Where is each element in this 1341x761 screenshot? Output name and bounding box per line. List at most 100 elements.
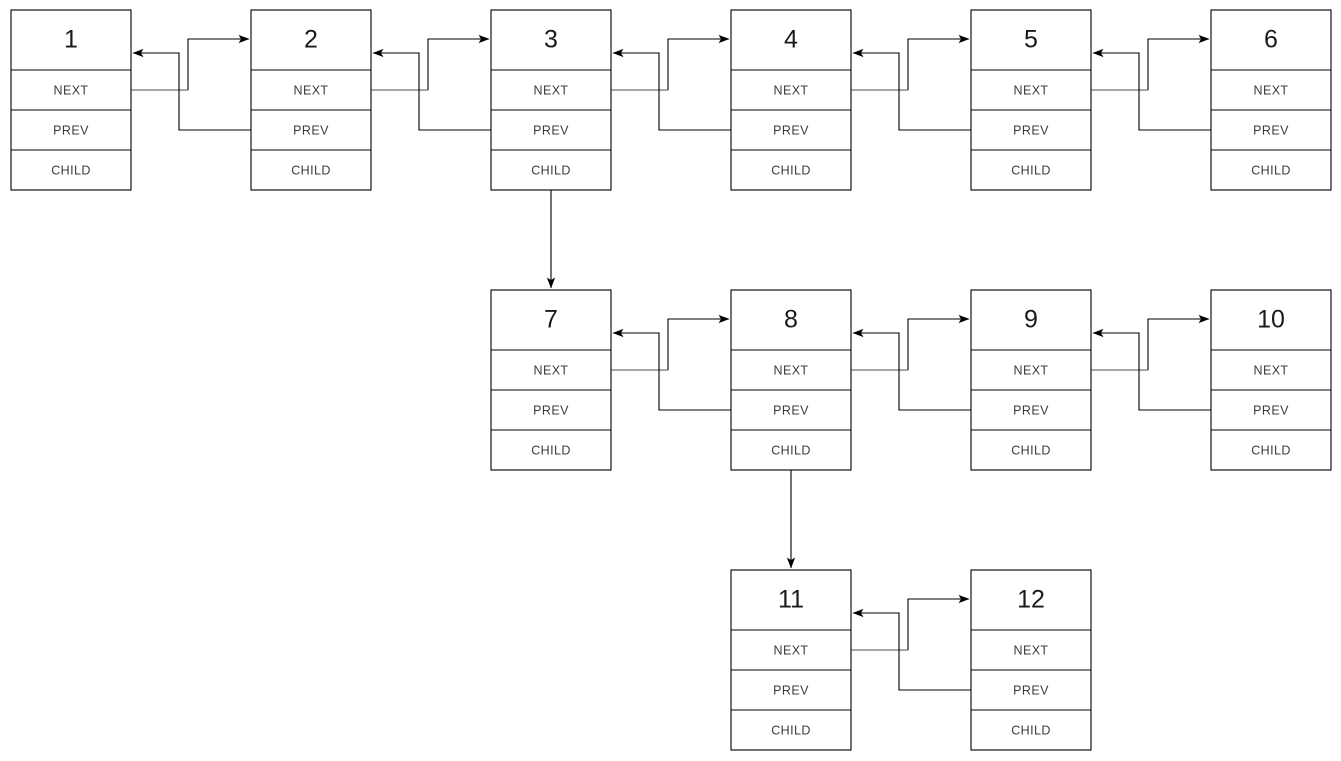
prev-link-12-to-11[interactable] [852,608,971,691]
node-box [970,569,1092,751]
next-link-arrow [1147,314,1210,370]
node-title-3: 3 [544,26,558,54]
prev-link-arrow [612,48,731,131]
next-link-arrow [907,594,970,650]
node-field-next-12: NEXT [1014,643,1049,657]
node-box [10,9,132,191]
node-field-child-9: CHILD [1011,443,1051,457]
node-box [250,9,372,191]
node-box [1210,9,1332,191]
node-field-prev-5: PREV [1013,123,1049,137]
node-field-prev-3: PREV [533,123,569,137]
node-title-7: 7 [544,306,558,334]
node-title-5: 5 [1024,26,1038,54]
node-field-child-2: CHILD [291,163,331,177]
next-link-11-to-12[interactable] [851,594,970,651]
node-field-child-12: CHILD [1011,723,1051,737]
node-field-next-3: NEXT [534,83,569,97]
node-box [970,289,1092,471]
prev-link-4-to-3[interactable] [612,48,731,131]
next-link-1-to-2[interactable] [131,34,250,91]
node-field-child-7: CHILD [531,443,571,457]
prev-link-arrow [612,328,731,411]
next-link-2-to-3[interactable] [371,34,490,91]
prev-link-6-to-5[interactable] [1092,48,1211,131]
node-field-prev-11: PREV [773,683,809,697]
node-box [730,9,852,191]
node-box [490,9,612,191]
prev-link-arrow [132,48,251,131]
node-field-next-2: NEXT [294,83,329,97]
node-field-child-4: CHILD [771,163,811,177]
node-field-child-3: CHILD [531,163,571,177]
next-link-arrow [667,314,730,370]
next-link-5-to-6[interactable] [1091,34,1210,91]
node-box [730,289,852,471]
next-link-9-to-10[interactable] [1091,314,1210,371]
prev-link-arrow [852,328,971,411]
prev-link-5-to-4[interactable] [852,48,971,131]
node-field-next-9: NEXT [1014,363,1049,377]
node-field-next-5: NEXT [1014,83,1049,97]
node-field-next-4: NEXT [774,83,809,97]
next-link-4-to-5[interactable] [851,34,970,91]
node-title-10: 10 [1257,306,1285,334]
node-field-prev-10: PREV [1253,403,1289,417]
node-field-next-11: NEXT [774,643,809,657]
next-link-arrow [907,314,970,370]
prev-link-10-to-9[interactable] [1092,328,1211,411]
node-field-child-6: CHILD [1251,163,1291,177]
node-box [970,9,1092,191]
node-field-child-1: CHILD [51,163,91,177]
node-box [730,569,852,751]
prev-link-arrow [372,48,491,131]
node-field-prev-8: PREV [773,403,809,417]
node-field-next-7: NEXT [534,363,569,377]
node-field-child-8: CHILD [771,443,811,457]
node-title-6: 6 [1264,26,1278,54]
next-link-7-to-8[interactable] [611,314,730,371]
prev-link-2-to-1[interactable] [132,48,251,131]
next-link-8-to-9[interactable] [851,314,970,371]
node-box [1210,289,1332,471]
prev-link-9-to-8[interactable] [852,328,971,411]
node-field-child-10: CHILD [1251,443,1291,457]
node-field-prev-7: PREV [533,403,569,417]
node-title-12: 12 [1017,586,1045,614]
node-field-next-1: NEXT [54,83,89,97]
prev-link-arrow [1092,48,1211,131]
node-field-prev-6: PREV [1253,123,1289,137]
prev-link-3-to-2[interactable] [372,48,491,131]
node-title-1: 1 [64,26,78,54]
next-link-arrow [1147,34,1210,90]
node-field-next-6: NEXT [1254,83,1289,97]
connector-layer [131,34,1211,691]
prev-link-arrow [852,48,971,131]
node-field-prev-1: PREV [53,123,89,137]
next-link-arrow [907,34,970,90]
node-field-next-8: NEXT [774,363,809,377]
node-field-child-5: CHILD [1011,163,1051,177]
node-field-prev-2: PREV [293,123,329,137]
next-link-arrow [187,34,250,90]
prev-link-arrow [852,608,971,691]
node-title-4: 4 [784,26,798,54]
node-title-9: 9 [1024,306,1038,334]
prev-link-8-to-7[interactable] [612,328,731,411]
node-title-2: 2 [304,26,318,54]
next-link-3-to-4[interactable] [611,34,730,91]
prev-link-arrow [1092,328,1211,411]
node-field-prev-12: PREV [1013,683,1049,697]
